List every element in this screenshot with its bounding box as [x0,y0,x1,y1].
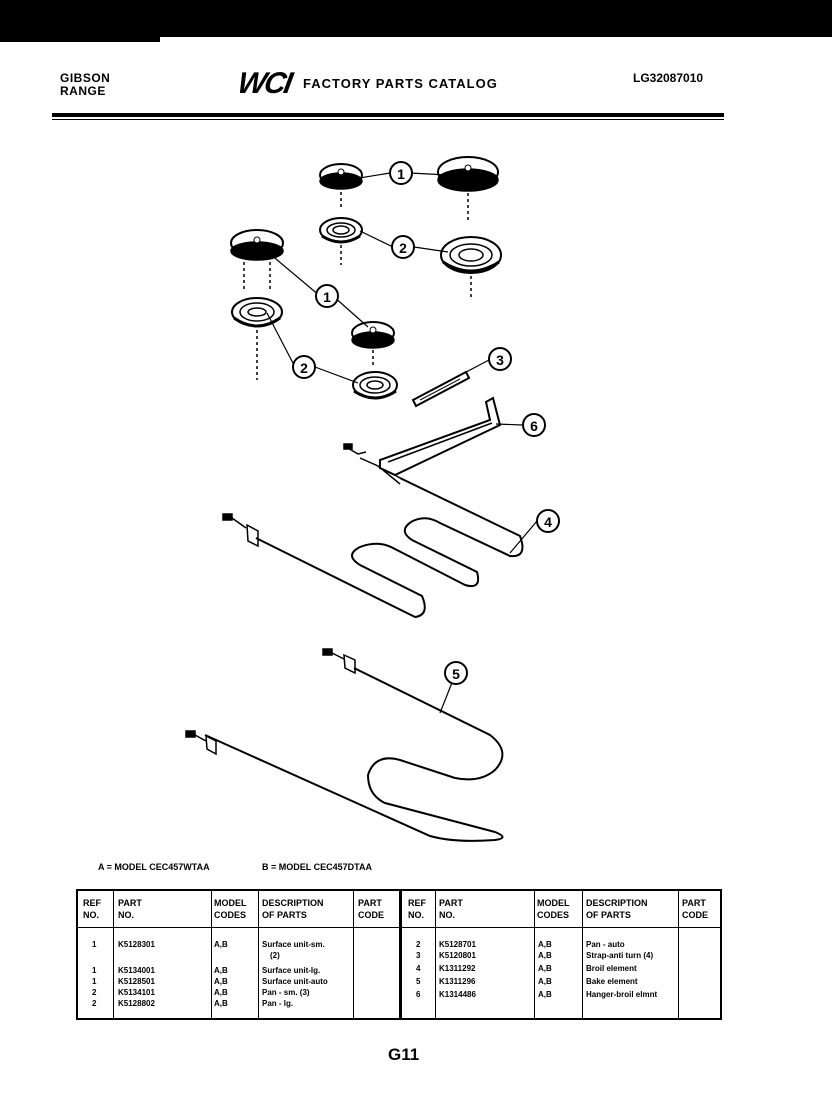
model-cell: A,B [214,988,228,997]
callout-2-mid-label: 2 [300,360,308,376]
callout-3 [488,347,512,371]
part-cell: K1311296 [439,977,476,986]
catalog-code: LG32087010 [633,71,704,85]
model-cell: A,B [214,977,228,986]
brand-line-2: RANGE [60,84,106,98]
header-ref-no-right: REF NO. [408,898,426,920]
header-rule-thin [52,119,724,120]
broil-hanger-bracket [343,396,502,485]
callout-1-mid-label: 1 [323,289,331,305]
model-cell: A,B [214,966,228,975]
brand-line-1: GIBSON [60,71,111,85]
surface-unit-center [351,321,395,368]
ref-cell: 1 [92,966,97,975]
desc-cell: Surface unit-sm. [262,940,325,949]
callout-4 [536,509,560,533]
header-ref-no: REF NO. [83,898,101,920]
desc-cell: Broil element [586,964,637,973]
callout-6-label: 6 [530,418,538,434]
part-cell: K5128802 [118,999,155,1008]
model-legend-b: B = MODEL CEC457DTAA [262,862,372,872]
callout-4-label: 4 [544,514,552,530]
header-model-codes: MODEL CODES [214,898,247,920]
desc-cell: Surface unit-auto [262,977,328,986]
desc-cell: Hanger-broil elmnt [586,990,658,999]
callout-1-top-label: 1 [397,166,405,182]
part-cell: K5128701 [439,940,476,949]
ref-cell: 6 [416,990,421,999]
callout-circles [292,161,560,685]
part-cell: K5120801 [439,951,476,960]
ref-cell: 2 [416,940,421,949]
callout-2-mid [292,355,316,379]
ref-cell: 3 [416,951,421,960]
model-cell: A,B [538,951,552,960]
broil-element [222,474,524,619]
callout-6 [522,413,546,437]
anti-turn-strap [411,370,471,408]
callout-3-label: 3 [496,352,504,368]
desc-cell: Surface unit-lg. [262,966,321,975]
callout-5-label: 5 [452,666,460,682]
part-cell: K5128501 [118,977,155,986]
header-part-no: PART NO. [118,898,142,920]
desc-cell: Pan - auto [586,940,625,949]
model-cell: A,B [538,990,552,999]
parts-table: REF NO. PART NO. MODEL CODES DESCRIPTION… [76,889,722,1020]
header-part-code-right: PART CODE [682,898,709,920]
ref-cell: 1 [92,977,97,986]
model-cell: A,B [538,977,552,986]
drip-pan-left [231,297,283,380]
header-part-code: PART CODE [358,898,385,920]
callout-1-top [389,161,413,185]
header-model-codes-right: MODEL CODES [537,898,570,920]
page-number: G11 [388,1045,420,1064]
ref-cell: 4 [416,964,421,973]
ref-cell: 1 [92,940,97,949]
desc-cell: Bake element [586,977,638,986]
desc-cell: (2) [270,951,280,960]
surface-unit-large-top [437,156,499,222]
desc-cell: Pan - lg. [262,999,294,1008]
desc-cell: Pan - sm. (3) [262,988,310,997]
drip-pan-center [352,371,398,400]
model-cell: A,B [214,999,228,1008]
ref-cell: 2 [92,999,97,1008]
bake-element [185,648,504,842]
header-description: DESCRIPTION OF PARTS [262,898,324,920]
drip-pan-small-top [319,217,363,265]
part-cell: K5134101 [118,988,155,997]
callout-1-mid [315,284,339,308]
ref-cell: 5 [416,977,421,986]
part-cell: K5134001 [118,966,155,975]
model-cell: A,B [538,940,552,949]
model-legend-a: A = MODEL CEC457WTAA [98,862,210,872]
header-part-no-right: PART NO. [439,898,463,920]
header-description-right: DESCRIPTION OF PARTS [586,898,648,920]
scan-top-band-tab [0,30,160,42]
surface-unit-left [230,229,284,290]
callout-2-top [391,235,415,259]
header-rule [52,113,724,117]
model-cell: A,B [538,964,552,973]
part-cell: K5128301 [118,940,155,949]
part-cell: K1311292 [439,964,476,973]
callout-2-top-label: 2 [399,240,407,256]
surface-unit-small-top [319,163,363,210]
model-cell: A,B [214,940,228,949]
drip-pan-large-top [440,236,502,300]
ref-cell: 2 [92,988,97,997]
catalog-title: FACTORY PARTS CATALOG [303,76,498,91]
callout-5 [444,661,468,685]
part-cell: K1314486 [439,990,476,999]
brand-block: GIBSON RANGE [60,72,110,98]
desc-cell: Strap-anti turn (4) [586,951,654,960]
